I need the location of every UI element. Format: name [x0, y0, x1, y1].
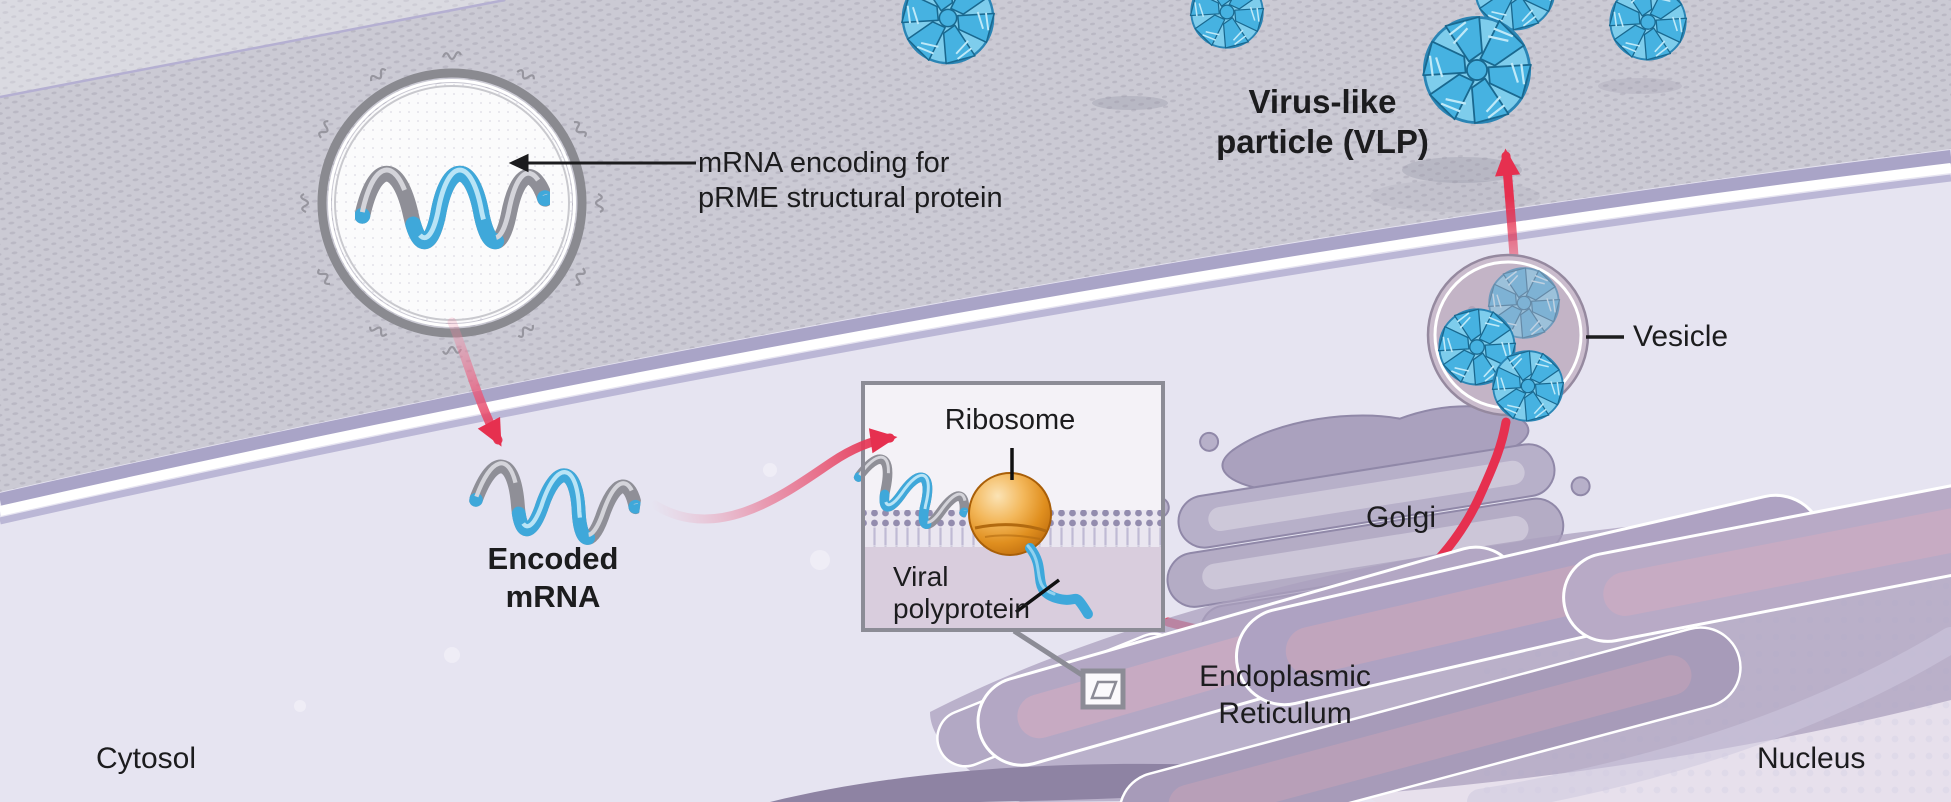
er-label: Endoplasmic Reticulum: [1199, 660, 1371, 730]
cytosol-label: Cytosol: [96, 742, 197, 775]
vesicle-label: Vesicle: [1633, 320, 1729, 353]
lipid-nanoparticle-icon: [300, 51, 604, 355]
endoplasmic-reticulum: [770, 473, 1951, 802]
lnp-caption-line1: mRNA encoding for: [698, 147, 950, 179]
polyprotein-pointer-line: [1014, 578, 1061, 614]
inset-source-marker: [1012, 628, 1126, 710]
encoded-mrna-label: Encoded mRNA: [487, 541, 619, 614]
golgi-label: Golgi: [1366, 501, 1437, 534]
ribosome-label: Ribosome: [944, 404, 1076, 436]
vlp-shadows: [1092, 78, 1682, 212]
lnp-caption: mRNA encoding for pRME structural protei…: [698, 146, 1003, 216]
lnp-caption-line2: pRME structural protein: [698, 182, 1003, 214]
arrow-release-mrna: [447, 317, 503, 447]
ribosome-icon: [968, 472, 1052, 556]
vlp-label: Virus-like particle (VLP): [1216, 83, 1429, 160]
vesicle-icon: [1426, 253, 1590, 423]
viral-polyprotein-label: Viral polyprotein: [893, 561, 1030, 624]
arrow-mrna-to-ribosome: [650, 428, 898, 524]
ribosome-inset: [852, 381, 1165, 632]
nucleus-label: Nucleus: [1757, 742, 1866, 775]
